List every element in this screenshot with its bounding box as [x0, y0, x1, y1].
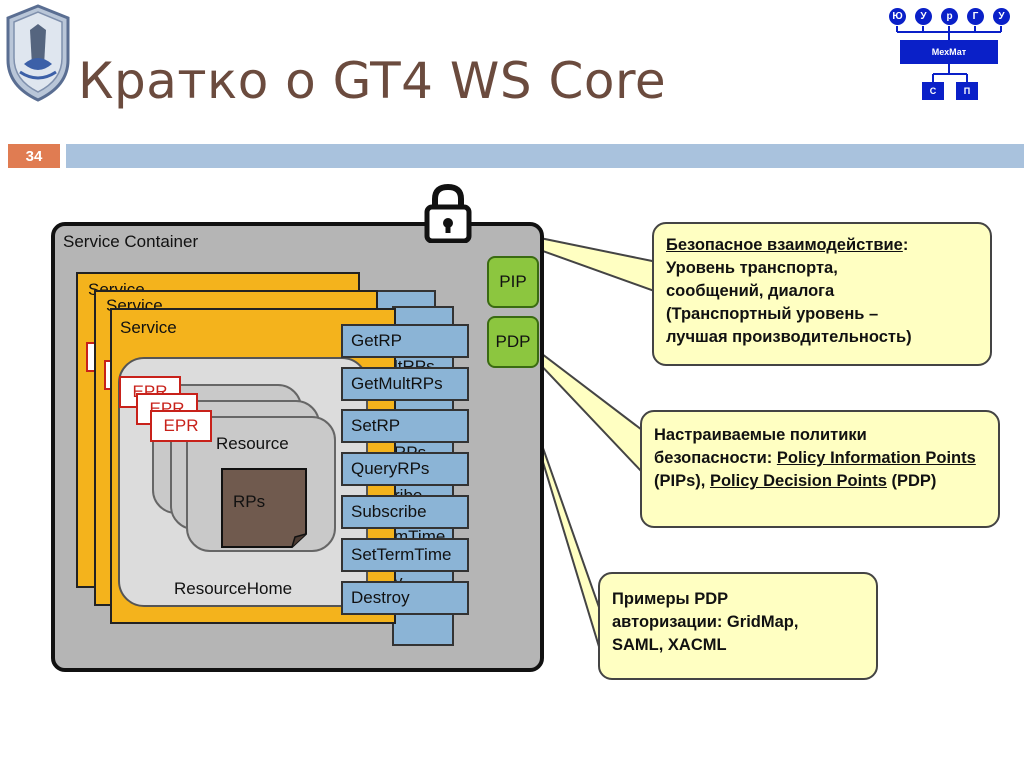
callout-term-pdp: Policy Decision Points [709, 472, 887, 490]
callout-line: Примеры PDP [612, 590, 729, 608]
header-bar [66, 144, 1024, 168]
logo-letter: У [993, 8, 1010, 25]
rps-document: RPs [221, 468, 307, 548]
rps-document-shape [221, 468, 307, 548]
pdp-box: PDP [487, 316, 539, 368]
callout-pdp-examples: Примеры PDP авторизации: GridMap, SAML, … [598, 572, 878, 680]
callout-secure-interaction: Безопасное взаимодействие: Уровень транс… [652, 222, 992, 366]
logo-letter: р [941, 8, 958, 25]
callout-line: Настраиваемые политики [654, 426, 867, 444]
callout-text: безопасности: [654, 449, 777, 467]
callout-security-policies: Настраиваемые политики безопасности: Pol… [640, 410, 1000, 528]
operation-settermtime: SetTermTime [341, 538, 469, 572]
operation-getrp: GetRP [341, 324, 469, 358]
logo-letter: С [922, 82, 944, 100]
callout-text: (PDP) [886, 472, 937, 490]
logo-lines [896, 26, 1002, 82]
operation-getmultrps: GetMultRPs [341, 367, 469, 401]
slide-number: 34 [8, 144, 60, 168]
university-logo: Ю У р Г У МехМат С П [888, 4, 1018, 104]
operation-destroy: Destroy [341, 581, 469, 615]
logo-letter: Ю [889, 8, 906, 25]
logo-center-label: МехМат [900, 40, 998, 64]
callout-line: авторизации: GridMap, [612, 613, 799, 631]
lock-icon [424, 183, 472, 244]
logo-letter: П [956, 82, 978, 100]
callout-term-pip: Policy Information Points [776, 449, 976, 467]
logo-letter: Г [967, 8, 984, 25]
logo-letter: У [915, 8, 932, 25]
callout-line: безопасности: Policy Information Points … [654, 447, 986, 493]
service-container-label: Service Container [63, 232, 199, 251]
callout-text: (PIPs), [654, 472, 710, 490]
service-label: Service [120, 318, 177, 337]
operation-setrp: SetRP [341, 409, 469, 443]
callout-heading: Безопасное взаимодействие: [666, 234, 978, 257]
epr-box: EPR [150, 410, 212, 442]
callout-line: SAML, XACML [612, 636, 727, 654]
callout-heading-suffix: : [902, 236, 909, 254]
callout-line: Уровень транспорта, [666, 259, 838, 277]
university-crest-icon [2, 2, 74, 102]
callout-line: сообщений, диалога [666, 282, 835, 300]
page-title: Кратко о GT4 WS Core [78, 52, 667, 110]
pip-box: PIP [487, 256, 539, 308]
callout-line: лучшая производительность) [666, 328, 912, 346]
resource-home-label: ResourceHome [174, 579, 293, 598]
callout-heading-text: Безопасное взаимодействие [666, 236, 903, 254]
resource-label: Resource [216, 434, 289, 453]
callout-line: (Транспортный уровень – [666, 305, 879, 323]
rps-label: RPs [233, 492, 266, 511]
operation-queryrps: QueryRPs [341, 452, 469, 486]
operation-subscribe: Subscribe [341, 495, 469, 529]
